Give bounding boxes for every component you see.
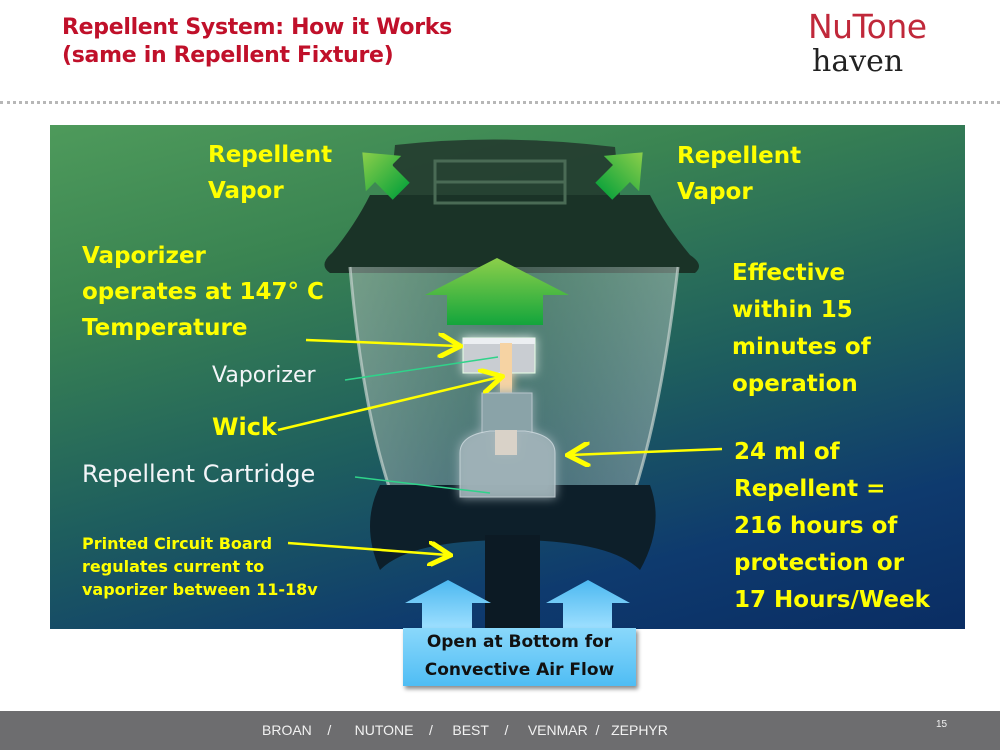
title-line-2: (same in Repellent Fixture) — [62, 43, 394, 68]
effectiveness-label: Effective within 15 minutes of operation — [732, 255, 871, 403]
temp-line-1: Vaporizer — [82, 243, 206, 269]
vaporizer-temperature-label: Vaporizer operates at 147° C Temperature — [82, 238, 324, 346]
header-divider — [0, 101, 1000, 104]
slide-title: Repellent System: How it Works (same in … — [62, 14, 452, 70]
effective-line-4: operation — [732, 371, 858, 397]
capacity-line-4: protection or — [734, 550, 905, 576]
airflow-callout: Open at Bottom for Convective Air Flow — [403, 628, 636, 686]
footer-spacer — [599, 722, 611, 738]
pcb-pointer-arrow — [287, 543, 448, 555]
vaporizer-part-label: Vaporizer — [212, 363, 316, 388]
vaporizer-leader-line — [344, 356, 499, 381]
vapor-arrow-left — [362, 152, 410, 200]
capacity-line-2: Repellent = — [734, 476, 886, 502]
fixture-top-cap — [324, 139, 699, 273]
capacity-pointer-arrow — [570, 449, 723, 455]
footer-spacer — [331, 722, 354, 738]
cartridge-part-label: Repellent Cartridge — [82, 460, 316, 488]
footer-separator: / — [504, 722, 509, 738]
wick-label: Wick — [212, 413, 277, 441]
footer-separator — [312, 722, 328, 738]
repellent-cartridge — [459, 392, 556, 498]
pcb-label: Printed Circuit Board regulates current … — [82, 532, 318, 601]
cartridge-leader-line — [354, 476, 491, 494]
fixture-cutaway-illustration — [277, 139, 723, 629]
vapor-label-right: Repellent Vapor — [677, 138, 801, 210]
fixture-diagram: Repellent Vapor Repellent Vapor Vaporize… — [50, 125, 965, 629]
capacity-line-1: 24 ml of — [734, 439, 840, 465]
footer-separator: / — [429, 722, 433, 738]
capacity-label: 24 ml of Repellent = 216 hours of protec… — [734, 434, 930, 619]
pcb-line-1: Printed Circuit Board — [82, 534, 273, 553]
vapor-right-line-2: Vapor — [677, 179, 753, 205]
capacity-line-5: 17 Hours/Week — [734, 587, 930, 613]
pcb-line-3: vaporizer between 11-18v — [82, 580, 318, 599]
pcb-line-2: regulates current to — [82, 557, 265, 576]
vapor-right-line-1: Repellent — [677, 143, 802, 169]
nutone-haven-logo: NuTone haven — [808, 8, 988, 78]
vapor-arrow-right — [595, 152, 643, 200]
vapor-label-left: Repellent Vapor — [208, 137, 332, 209]
footer-brand-nutone: NUTONE — [354, 722, 414, 738]
footer-spacer — [588, 722, 596, 738]
logo-sub: haven — [812, 44, 904, 79]
vapor-arrow-center — [425, 258, 569, 325]
fixture-shell — [348, 266, 680, 491]
footer-separator: / — [327, 722, 332, 738]
capacity-line-3: 216 hours of — [734, 513, 898, 539]
air-arrow-left — [405, 580, 491, 629]
effective-line-3: minutes of — [732, 334, 871, 360]
airflow-line-1: Open at Bottom for — [426, 632, 613, 652]
vapor-left-line-2: Vapor — [208, 178, 284, 204]
footer-spacer — [508, 722, 527, 738]
vapor-left-line-1: Repellent — [208, 142, 333, 168]
page-number: 15 — [936, 719, 948, 730]
temp-pointer-arrow — [305, 340, 458, 346]
effective-line-2: within 15 — [732, 297, 853, 323]
footer-brand-venmar: VENMAR — [527, 722, 588, 738]
footer-brand-zephyr: ZEPHYR — [611, 722, 668, 738]
air-arrow-right — [546, 580, 630, 629]
fixture-base — [370, 485, 656, 629]
footer-spacer — [413, 722, 429, 738]
effective-line-1: Effective — [732, 260, 846, 286]
footer-bar: BROAN / NUTONE / BEST / VENMAR / ZEPHYR … — [0, 711, 1000, 750]
footer-brand-list: BROAN / NUTONE / BEST / VENMAR / ZEPHYR — [262, 722, 668, 738]
footer-spacer — [433, 722, 452, 738]
footer-separator: / — [595, 722, 600, 738]
footer-spacer — [489, 722, 505, 738]
footer-brand-broan: BROAN — [262, 722, 312, 738]
logo-brand: NuTone — [808, 7, 927, 46]
airflow-line-2: Convective Air Flow — [424, 660, 615, 680]
temp-line-2: operates at 147° C — [82, 279, 324, 305]
title-line-1: Repellent System: How it Works — [62, 15, 452, 40]
wick-pointer-arrow — [277, 377, 500, 432]
temp-line-3: Temperature — [82, 315, 248, 341]
footer-brand-best: BEST — [452, 722, 489, 738]
